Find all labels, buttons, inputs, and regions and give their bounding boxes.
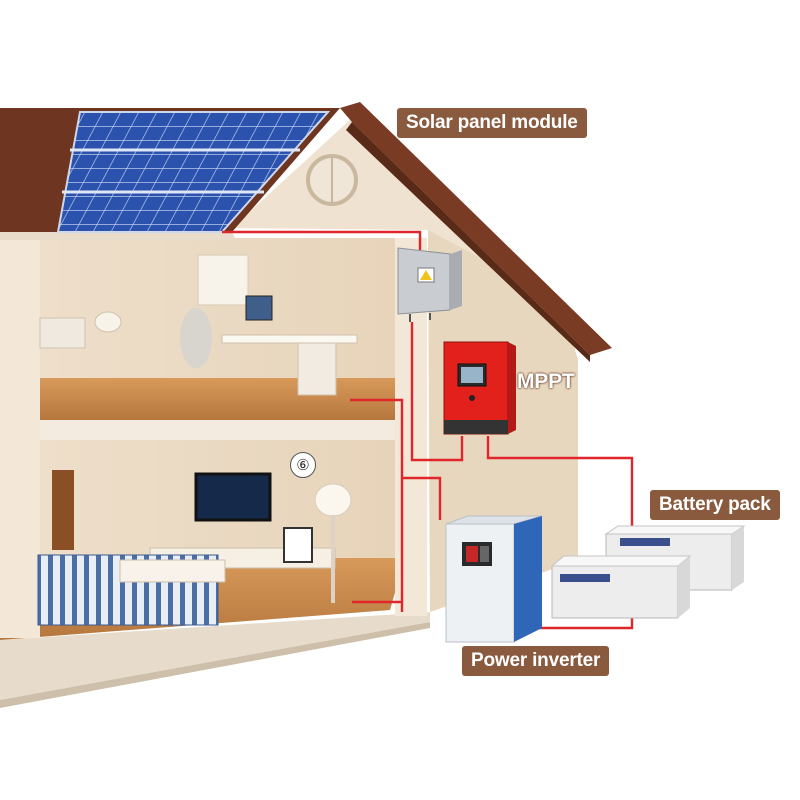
roof-fascia [0,232,236,240]
roof-right [340,102,612,355]
lamp-upper [94,311,122,333]
picture-frame [283,527,313,563]
house [0,102,612,708]
tv-screen [194,472,272,522]
ground-slab-edge [0,622,430,708]
monitor [245,295,273,321]
solar-panel-label: Solar panel module [397,108,587,138]
shelf-unit [197,254,249,306]
wire-house-upper [350,398,404,478]
battery-pack-label: Battery pack [650,490,780,520]
wiring [222,230,634,630]
left-column [0,238,40,638]
roof-right-trim [346,122,590,362]
power-inverter-label: Power inverter [462,646,610,676]
floor-slab [0,420,405,440]
mppt-label: MPPT [517,370,575,393]
floor-lamp-shade [314,483,352,517]
combiner-box [397,247,462,322]
battery-pack [550,525,746,619]
sofa-upper [39,317,86,349]
ground-slab [0,612,430,700]
chair [52,470,74,550]
floor-lamp-pole [331,515,335,603]
room-marker: ⑥ [290,452,316,478]
power-inverter [445,515,543,643]
wire-combiner-to-mppt [410,322,464,462]
wire-inverter-to-house [400,476,442,612]
mppt-controller [443,341,516,435]
coffee-table [119,559,226,583]
wire-solar-to-combiner [222,230,422,250]
desk-drawers [297,342,337,396]
wire-mppt-to-battery [486,436,634,530]
person-figure [180,308,212,368]
desk [221,334,358,344]
